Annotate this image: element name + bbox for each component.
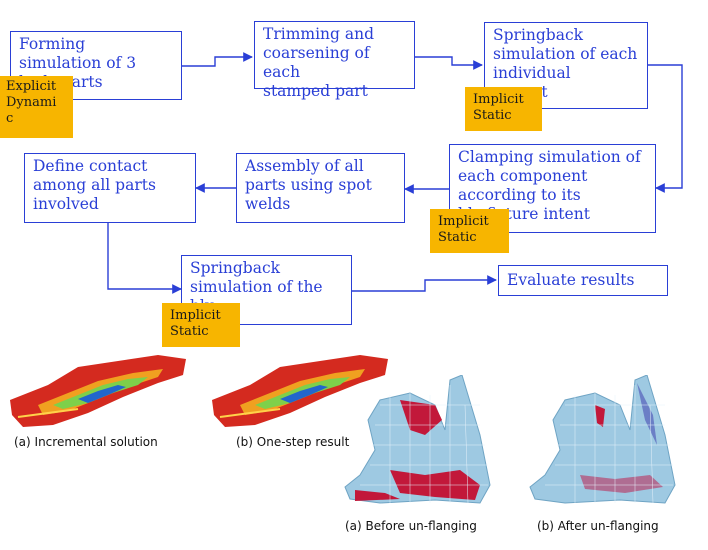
box-trimming-coarsening: Trimming and coarsening of each stamped … [254, 21, 415, 100]
before-unflanging-image [344, 375, 491, 504]
box-define-contact: Define contact among all parts involved [24, 153, 196, 223]
box-springback-individual: Springback simulation of each individual… [484, 22, 648, 109]
tag-implicit-static: Implicit Static [465, 87, 542, 131]
tag-implicit-static: Implicit Static [162, 303, 240, 347]
caption-after-unflanging: (b) After un-flanging [537, 519, 659, 533]
box-assembly-spot-welds: Assembly of all parts using spot welds [236, 153, 405, 223]
after-unflanging-image [529, 375, 676, 504]
one-step-result-image [212, 355, 388, 427]
arrow-forming-to-trimming [182, 52, 253, 67]
box-evaluate-results: Evaluate results [498, 265, 668, 296]
arrow-springback-assembly-to-evaluate [352, 275, 497, 292]
caption-one-step-result: (b) One-step result [236, 435, 350, 449]
caption-incremental-solution: (a) Incremental solution [14, 435, 158, 449]
box-clamping-simulation: Clamping simulation of each component ac… [449, 144, 656, 233]
arrow-trimming-to-springback [415, 56, 483, 70]
tag-implicit-static: Implicit Static [430, 209, 509, 253]
arrow-contact-to-springback-assembly [107, 223, 182, 294]
arrow-springback-to-clamping [648, 64, 683, 193]
box-springback-assembly: Springback simulation of the bly [181, 255, 352, 325]
tag-explicit-dynamic: Explicit Dynami c [0, 76, 73, 138]
incremental-solution-image [10, 355, 186, 427]
caption-before-unflanging: (a) Before un-flanging [345, 519, 477, 533]
